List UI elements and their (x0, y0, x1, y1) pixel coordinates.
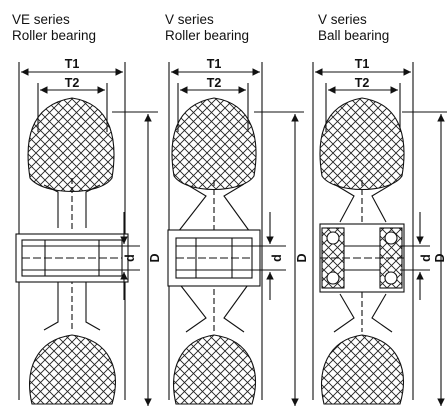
label-D: D (295, 253, 309, 262)
series-title: V series (318, 12, 367, 27)
label-d: d (123, 254, 137, 262)
bearing-title: Roller bearing (165, 28, 250, 43)
series-title: V series (165, 12, 214, 27)
label-t2: T2 (65, 76, 80, 90)
caption-v-ball: V series Ball bearing (318, 12, 389, 44)
spokes-upper (177, 183, 251, 233)
ball (326, 271, 340, 285)
tyre-top (319, 97, 405, 191)
tyre-bottom (173, 334, 256, 405)
ball (326, 231, 340, 245)
ball (384, 271, 398, 285)
label-t1: T1 (207, 57, 222, 71)
label-t1: T1 (355, 57, 370, 71)
wheel-drawing-ve-roller (15, 62, 158, 406)
ball (384, 231, 398, 245)
bearing-title: Ball bearing (318, 28, 390, 43)
rim-upper (43, 184, 101, 228)
tyre-top (27, 97, 115, 192)
label-t2: T2 (355, 76, 370, 90)
series-title: VE series (12, 12, 70, 27)
tyre-bottom (29, 334, 116, 405)
label-D: D (433, 253, 447, 262)
tyre-top (171, 97, 257, 191)
caption-ve-roller: VE series Roller bearing (12, 12, 96, 44)
bearing-title: Roller bearing (12, 28, 97, 43)
label-t2: T2 (207, 76, 222, 90)
label-D: D (148, 253, 162, 262)
web-upper (333, 183, 393, 223)
tyre-bottom (321, 334, 404, 405)
label-d: d (270, 254, 284, 262)
spokes-lower (177, 281, 251, 333)
wheel-drawing-v-roller (167, 62, 304, 406)
label-t1: T1 (65, 57, 80, 71)
web-lower (333, 293, 393, 333)
wheel-drawing-v-ball (312, 62, 447, 406)
rim-lower (43, 282, 101, 331)
caption-v-roller: V series Roller bearing (165, 12, 249, 44)
label-d: d (419, 254, 433, 262)
